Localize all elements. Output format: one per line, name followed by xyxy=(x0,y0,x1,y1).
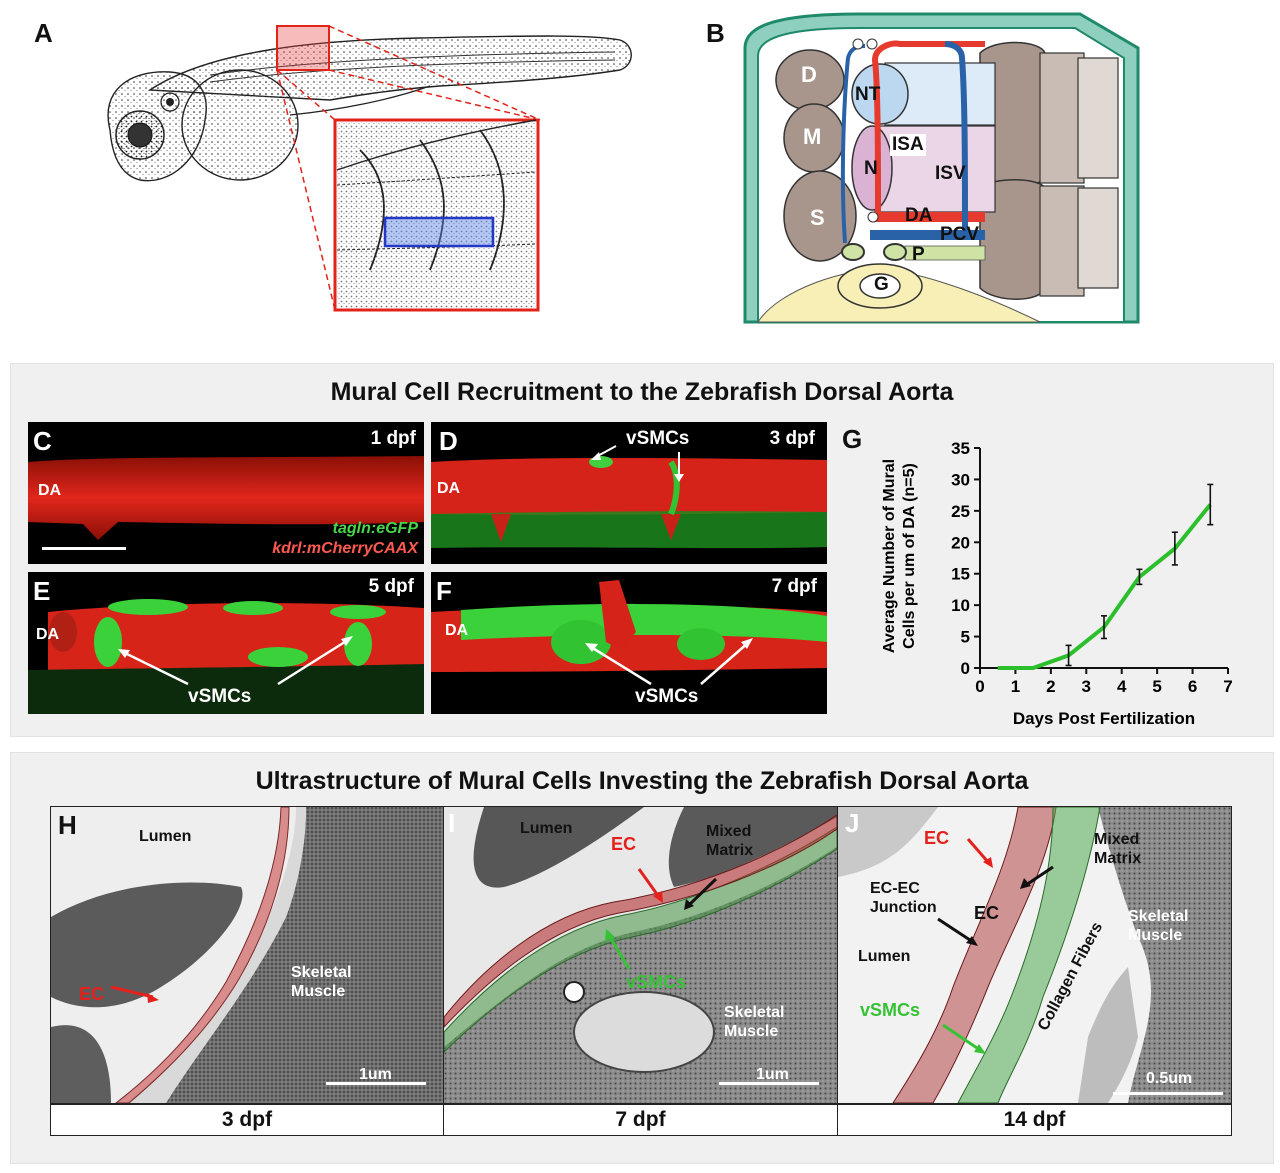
vsmcs-label-j: vSMCs xyxy=(860,1000,921,1020)
micrograph-d: 3 dpf vSMCs DA xyxy=(431,422,827,564)
x-tick-label: 7 xyxy=(1223,677,1232,696)
series-line xyxy=(997,503,1212,670)
panel-label-b: B xyxy=(706,18,725,48)
y-tick-label: 20 xyxy=(951,533,970,552)
diagram-label-isv: ISV xyxy=(935,163,966,184)
x-tick-label: 0 xyxy=(975,677,984,696)
legend-tagln-egfp: tagln:eGFP xyxy=(332,520,418,537)
ec-label-j-1: EC xyxy=(924,828,950,848)
legend-kdrl-mcherry: kdrl:mCherryCAAX xyxy=(272,540,418,557)
x-tick-label: 1 xyxy=(1011,677,1020,696)
lumen-label-j: Lumen xyxy=(858,948,911,965)
y-tick-label: 30 xyxy=(951,470,970,489)
micrograph-e: 5 dpf DA vSMCs xyxy=(28,572,424,714)
ec-label-i: EC xyxy=(611,834,637,854)
micrograph-f: 7 dpf DA vSMCs xyxy=(431,572,827,714)
panel-label-c: C xyxy=(33,426,52,456)
da-label-f: DA xyxy=(445,622,469,639)
scale-label-h: 1um xyxy=(359,1066,392,1083)
section-title-ultrastructure: Ultrastructure of Mural Cells Investing … xyxy=(255,767,1029,795)
panel-label-h: H xyxy=(58,810,77,840)
section-title-recruitment: Mural Cell Recruitment to the Zebrafish … xyxy=(330,378,954,406)
y-tick-label: 25 xyxy=(951,502,970,521)
caption-i-stage: 7 dpf xyxy=(443,1104,838,1136)
panel-label-g: G xyxy=(842,424,863,454)
lumen-label-i: Lumen xyxy=(520,820,573,837)
panel-label-f: F xyxy=(436,576,452,606)
scale-label-i: 1um xyxy=(756,1066,789,1083)
diagram-label-pcv: PCV xyxy=(940,224,980,245)
x-tick-label: 5 xyxy=(1152,677,1161,696)
y-axis-label-2: Cells per um of DA (n=5) xyxy=(901,463,918,649)
stage-label-d: 3 dpf xyxy=(769,428,815,449)
diagram-label-g: G xyxy=(874,274,889,295)
trunk-cross-section-diagram xyxy=(743,12,1140,324)
panel-label-j: J xyxy=(845,808,860,838)
diagram-label-isa: ISA xyxy=(890,134,926,156)
vsmcs-label-d: vSMCs xyxy=(626,428,690,449)
x-tick-label: 2 xyxy=(1046,677,1055,696)
vsmcs-label-f: vSMCs xyxy=(635,686,699,707)
vsmcs-label-e: vSMCs xyxy=(188,686,252,707)
y-tick-label: 5 xyxy=(961,628,970,647)
diagram-label-s: S xyxy=(810,205,825,230)
lumen-label-h: Lumen xyxy=(139,828,192,845)
y-tick-label: 35 xyxy=(951,439,970,458)
panel-label-e: E xyxy=(33,576,51,606)
y-tick-label: 15 xyxy=(951,565,970,584)
vsmcs-label-i: vSMCs xyxy=(626,972,687,992)
x-axis-label: Days Post Fertilization xyxy=(1013,709,1195,728)
caption-h-stage: 3 dpf xyxy=(50,1104,444,1136)
stage-label-c: 1 dpf xyxy=(370,428,416,449)
x-tick-label: 4 xyxy=(1117,677,1127,696)
y-tick-label: 0 xyxy=(961,659,970,678)
y-tick-label: 10 xyxy=(951,596,970,615)
scale-label-j: 0.5um xyxy=(1146,1070,1193,1087)
zebrafish-embryo-drawing xyxy=(107,25,632,312)
ec-label-h: EC xyxy=(79,984,105,1004)
micrograph-c: 1 dpf DA tagln:eGFP kdrl:mCherryCAAX xyxy=(28,422,424,564)
x-tick-label: 6 xyxy=(1188,677,1197,696)
da-label-d: DA xyxy=(437,480,461,497)
diagram-label-da: DA xyxy=(905,205,933,226)
x-tick-label: 3 xyxy=(1082,677,1091,696)
diagram-label-p: P xyxy=(912,244,925,265)
da-label-e: DA xyxy=(36,626,60,643)
mural-cell-chart: 0 1 2 3 4 5 6 7 0 5 10 15 20 25 30 35 Days Post Fertili… xyxy=(881,439,1233,728)
panel-label-d: D xyxy=(439,426,458,456)
panel-label-a: A xyxy=(34,18,53,48)
ec-label-j-2: EC xyxy=(974,903,1000,923)
y-axis-label-1: Average Number of Mural xyxy=(881,459,898,653)
diagram-label-d: D xyxy=(801,62,817,87)
diagram-label-nt: NT xyxy=(855,84,881,105)
caption-j-stage: 14 dpf xyxy=(837,1104,1232,1136)
stage-label-f: 7 dpf xyxy=(771,576,817,597)
diagram-label-m: M xyxy=(803,124,822,149)
stage-label-e: 5 dpf xyxy=(368,576,414,597)
da-label-c: DA xyxy=(38,482,62,499)
diagram-label-n: N xyxy=(864,158,878,179)
panel-label-i: I xyxy=(448,808,456,838)
